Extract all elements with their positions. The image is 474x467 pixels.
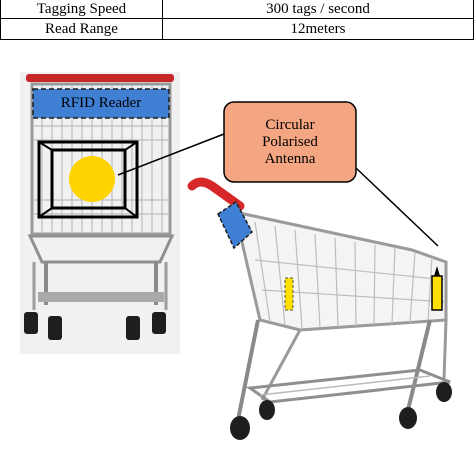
antenna-label: Circular Polarised Antenna: [224, 102, 356, 182]
side-cart-handle: [187, 177, 245, 211]
side-cart-illustration: [187, 177, 452, 440]
table-row: Tagging Speed 300 tags / second: [0, 0, 474, 19]
side-antenna-right: [431, 275, 443, 311]
front-cart-rack: [27, 234, 175, 264]
callout-line-right: [355, 167, 439, 247]
table-cell-key: Read Range: [0, 18, 163, 40]
front-cart-frame: [30, 82, 172, 236]
table-row: Read Range 12meters: [0, 18, 474, 40]
table-cell-key: Tagging Speed: [0, 0, 163, 19]
rfid-reader-label: RFID Reader: [60, 95, 142, 111]
tag-circle: [69, 156, 115, 202]
callout-line-left: [117, 133, 225, 176]
side-cart-basket: [233, 210, 448, 332]
front-cart-background: [20, 72, 180, 354]
side-rfid-reader: [217, 200, 253, 250]
antenna-inner-square: [50, 148, 127, 210]
table-cell-value: 12meters: [162, 18, 474, 40]
antenna-outer-square: [37, 140, 139, 219]
side-antenna-left: [284, 277, 294, 311]
antenna-label-line: Antenna: [264, 150, 316, 167]
front-cart-bottom-tray: [38, 292, 164, 302]
rfid-reader-box: [32, 88, 170, 119]
spec-table: Tagging Speed 300 tags / second Read Ran…: [0, 0, 474, 40]
antenna-label-line: Circular: [265, 116, 315, 133]
side-cart-rack: [245, 368, 451, 404]
front-cart-illustration: [20, 72, 180, 354]
side-antenna-tip: [434, 266, 440, 276]
front-cart-wheels: [24, 312, 166, 340]
side-cart-wheels: [230, 382, 452, 440]
antenna-label-line: Polarised: [262, 133, 318, 150]
antenna-callout-box: [223, 101, 357, 183]
front-cart-handle: [26, 74, 174, 82]
